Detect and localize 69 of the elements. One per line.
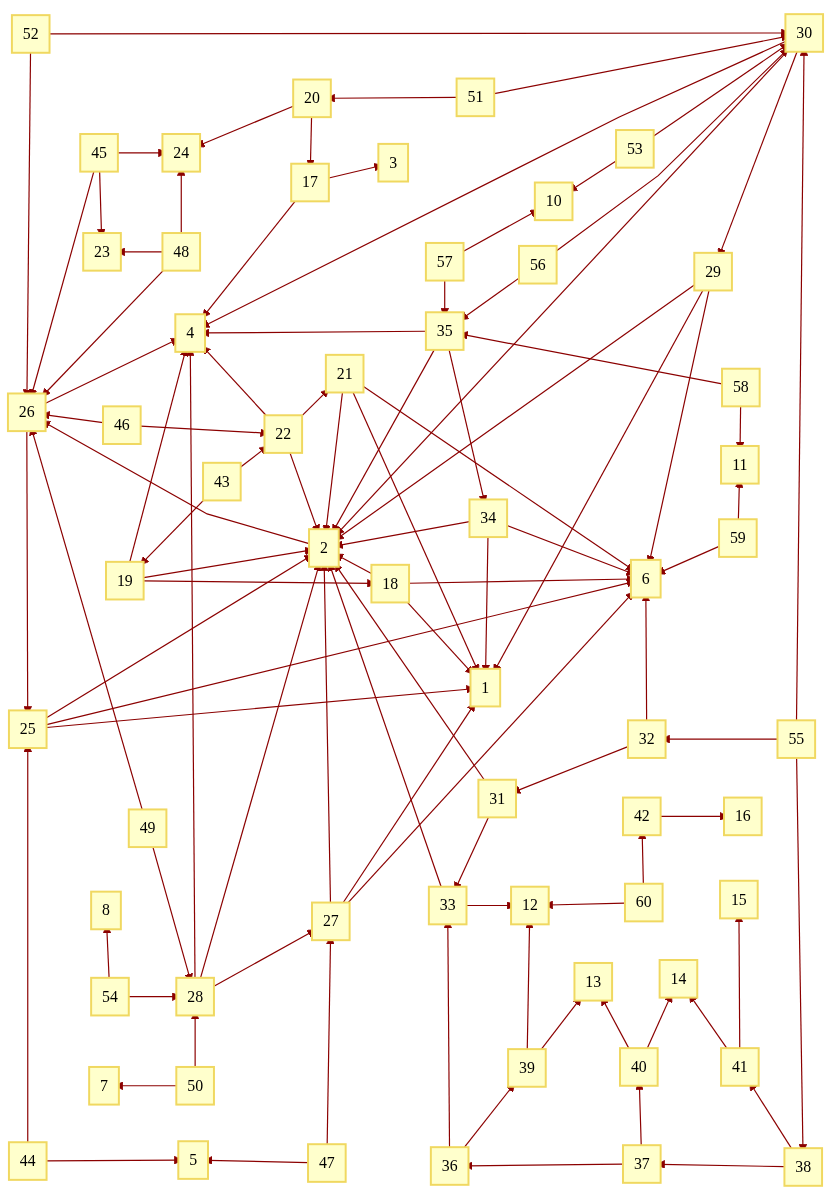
node-box: 45: [78, 132, 119, 173]
node-box: 46: [101, 404, 142, 445]
node-box: 55: [776, 718, 816, 759]
node-box: 58: [720, 367, 761, 407]
node-box: 15: [718, 879, 759, 919]
node-box: 11: [719, 444, 760, 485]
node-box: 28: [174, 976, 215, 1016]
node-box: 26: [6, 392, 47, 432]
node-box: 38: [782, 1146, 823, 1187]
node-box: 33: [427, 885, 467, 925]
node-box: 37: [621, 1143, 662, 1184]
node-box: 13: [572, 961, 613, 1002]
node-box: 16: [722, 796, 763, 836]
node-box: 25: [7, 708, 48, 749]
node-box: 52: [10, 13, 51, 54]
node-box: 1: [468, 667, 501, 707]
node-box: 6: [629, 558, 662, 598]
node-box: 8: [89, 890, 122, 930]
arrow: [352, 391, 479, 673]
node-box: 7: [87, 1065, 120, 1106]
arrow: [347, 591, 634, 903]
node-box: 57: [424, 241, 464, 282]
node-box: 32: [626, 718, 667, 759]
node-box: 40: [618, 1046, 659, 1087]
node-box: 50: [174, 1065, 215, 1106]
node-box: 34: [468, 497, 508, 538]
node-box: 60: [623, 882, 664, 922]
arrow: [201, 345, 267, 416]
node-box: 31: [476, 778, 517, 818]
node-box: 18: [369, 563, 410, 603]
node-box: 29: [692, 251, 733, 291]
arrow: [201, 200, 296, 318]
node-box: 21: [324, 353, 364, 393]
arrow: [406, 601, 474, 675]
node-box: 2: [307, 527, 340, 568]
node-box: 39: [506, 1047, 547, 1088]
node-box: 51: [455, 77, 495, 117]
node-box: 22: [262, 413, 303, 454]
node-box: 10: [533, 181, 573, 221]
node-box: 3: [376, 142, 409, 182]
node-box: 23: [81, 231, 122, 272]
node-box: 54: [89, 976, 130, 1016]
arrow: [41, 269, 164, 397]
arrow: [301, 388, 329, 416]
node-box: 43: [201, 461, 242, 501]
node-box: 49: [127, 807, 167, 848]
node-box: 48: [160, 231, 201, 272]
node-box: 56: [517, 244, 558, 285]
node-box: 53: [614, 128, 655, 169]
arrow: [333, 562, 485, 780]
arrow: [327, 562, 442, 887]
arrow: [139, 499, 204, 565]
node-box: 27: [310, 901, 351, 941]
node-box: 30: [783, 12, 824, 53]
node-box: 17: [289, 162, 330, 202]
node-box: 42: [621, 796, 662, 836]
node-box: 24: [160, 132, 201, 173]
node-box: 44: [7, 1140, 48, 1181]
node-box: 59: [717, 517, 758, 558]
node-box: 12: [509, 885, 550, 925]
node-box: 19: [104, 560, 145, 600]
node-box: 35: [424, 310, 464, 351]
node-box: 14: [658, 958, 698, 999]
node-box: 36: [429, 1145, 469, 1186]
node-box: 5: [176, 1139, 209, 1180]
node-box: 47: [306, 1142, 347, 1183]
node-box: 20: [291, 78, 332, 118]
node-box: 4: [173, 312, 206, 353]
node-box: 41: [719, 1046, 760, 1087]
